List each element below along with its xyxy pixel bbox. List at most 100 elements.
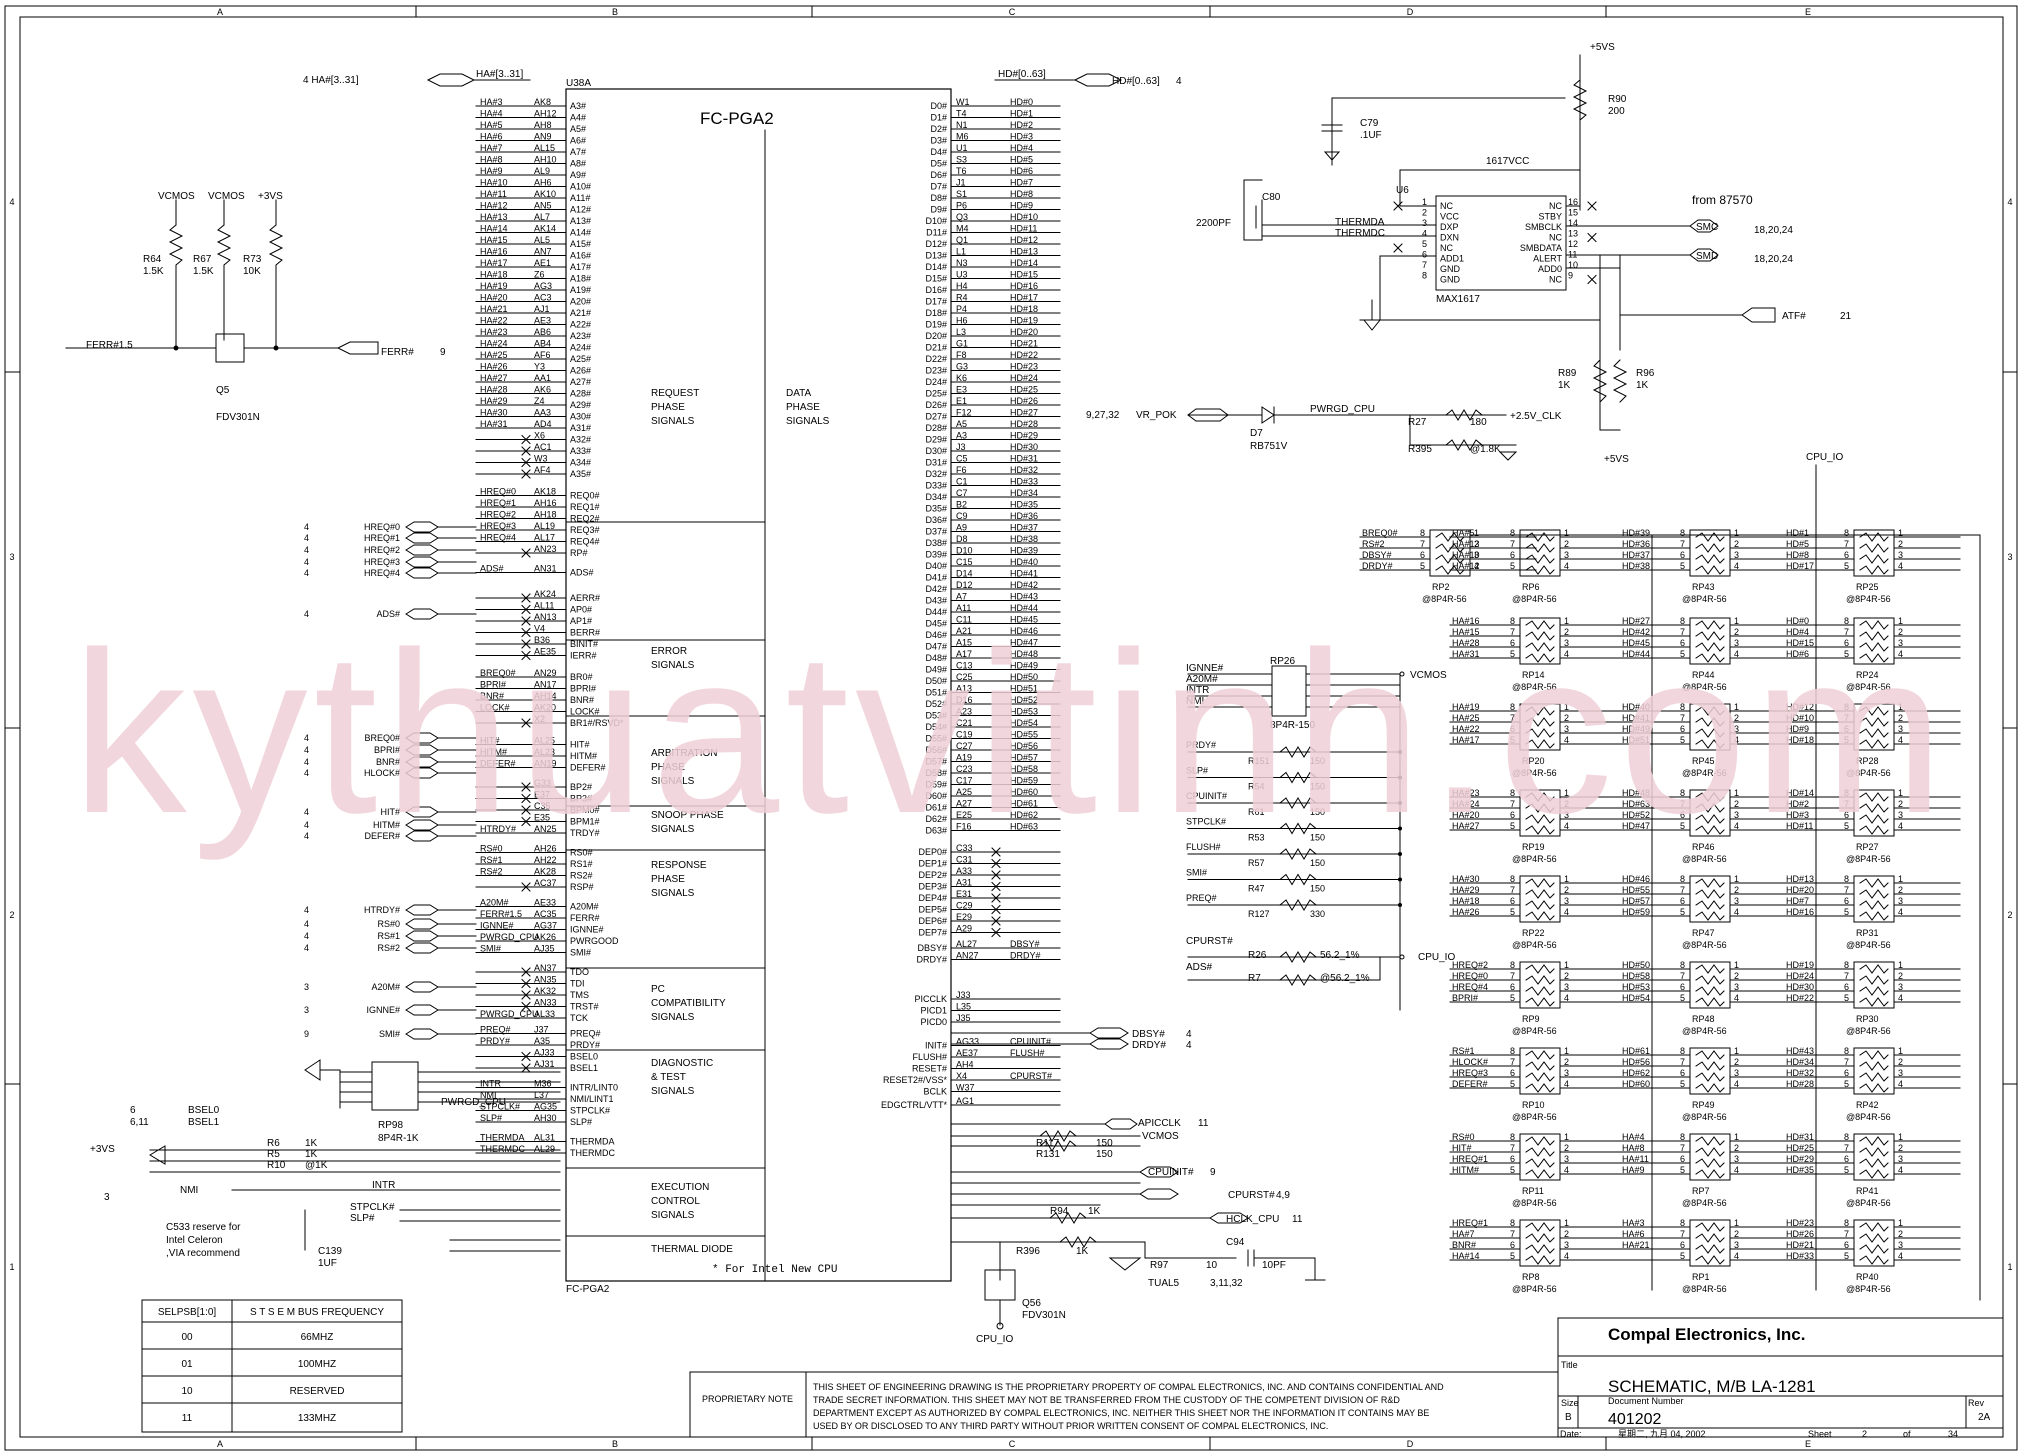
- pack-outline: [1429, 529, 1471, 577]
- cpu-pin-net: HA#18: [480, 270, 508, 280]
- pack-net: HD#22: [1786, 993, 1814, 1003]
- signal-label: HITM#: [373, 820, 400, 830]
- cpu-pin-net: DRDY#: [1010, 951, 1041, 961]
- resistor-symbol: [1695, 543, 1725, 553]
- signal-connector: [405, 981, 439, 993]
- cpu-pin-name: D62#: [925, 814, 947, 824]
- cpu-pin-number: AH14: [534, 691, 557, 701]
- cpu-pin-name: RESET2#/VSS*: [883, 1075, 948, 1085]
- pack-pin-number: 8: [1844, 1218, 1849, 1228]
- signal-label: HREQ#2: [364, 545, 400, 555]
- cpu-pin-name: A11#: [570, 193, 590, 203]
- signal-label: HIT#: [380, 807, 400, 817]
- pack-outline: [1689, 875, 1731, 923]
- u6-pin-name: STBY: [1538, 212, 1562, 222]
- pack-pin-number: 8: [1510, 1046, 1515, 1056]
- signal-ref: 4: [304, 745, 309, 755]
- u6-ref: U6: [1396, 185, 1409, 196]
- tual-ref: 3,11,32: [1210, 1278, 1243, 1289]
- cpu-pin-name: D32#: [925, 469, 947, 479]
- cpu-pin-name: A8#: [570, 159, 586, 169]
- freq-cell: 66MHZ: [301, 1332, 334, 1343]
- cpu-pin-name: D60#: [925, 791, 947, 801]
- hclk-label: HCLK_CPU: [1226, 1214, 1279, 1225]
- pack-pin-number: 6: [1680, 982, 1685, 992]
- pack-pin-number: 1: [1898, 702, 1903, 712]
- cpu-pin-number: AH30: [534, 1113, 557, 1123]
- cpu-pin-net: CPURST#: [1010, 1071, 1052, 1081]
- cpu-pin-net: HD#59: [1010, 776, 1038, 786]
- cpu-pin-name: BR1#/RSVD*: [570, 718, 624, 728]
- cpu-pin-net: PRDY#: [480, 1036, 510, 1046]
- pack-val: @8P4R-56: [1846, 768, 1891, 778]
- signal-label: HREQ#0: [364, 522, 400, 532]
- cpu-pin-number: F8: [956, 350, 967, 360]
- signal-connector: [405, 1004, 439, 1016]
- pack-net: HD#14: [1786, 788, 1814, 798]
- resistor-symbol: [1859, 1244, 1889, 1254]
- pack-val: @8P4R-56: [1512, 1112, 1557, 1122]
- u6-pin-number: 9: [1568, 271, 1573, 281]
- pack-pin-number: 2: [1898, 1143, 1903, 1153]
- signal-connector: [405, 521, 439, 533]
- pack-outline: [1853, 1219, 1895, 1267]
- pack-pin-number: 3: [1734, 982, 1739, 992]
- pack-pin-number: 8: [1680, 702, 1685, 712]
- pack-pin-number: 1: [1898, 960, 1903, 970]
- r117-val: 150: [1096, 1138, 1113, 1149]
- cpu-pin-net: HD#55: [1010, 730, 1038, 740]
- pack-net: HD#37: [1622, 550, 1650, 560]
- resistor-symbol: [1525, 900, 1555, 910]
- vr-pok-ref: 9,27,32: [1086, 410, 1120, 421]
- cpuinit-out: CPUINIT#: [1148, 1167, 1194, 1178]
- cpu-pin-net: HD#4: [1010, 143, 1033, 153]
- signal-connector: [405, 930, 439, 942]
- r96-val: 1K: [1636, 380, 1649, 391]
- resistor-symbol: [1695, 728, 1725, 738]
- pullup-net: FLUSH#: [1186, 842, 1221, 852]
- cpu-pin-name: D23#: [925, 366, 947, 376]
- cpu-pin-name: D55#: [925, 734, 947, 744]
- resistor-symbol: [1525, 631, 1555, 641]
- cpu-pin-number: R4: [956, 293, 968, 303]
- date-value: 星期二, 九月 04, 2002: [1618, 1429, 1706, 1439]
- from-label: from 87570: [1692, 193, 1753, 207]
- cpu-pin-name: BNR#: [570, 695, 594, 705]
- pack-net: BPRI#: [1452, 993, 1478, 1003]
- cpu-pin-number: X4: [956, 1071, 967, 1081]
- resistor-symbol: [1279, 746, 1317, 758]
- resistor-symbol: [1525, 1072, 1555, 1082]
- pack-pin-number: 5: [1680, 1079, 1685, 1089]
- cpu-pin-name: A13#: [570, 216, 591, 226]
- cpu-pin-number: N1: [956, 120, 968, 130]
- r73-val: 10K: [243, 266, 261, 277]
- cpu-group-label: DIAGNOSTIC: [651, 1058, 713, 1069]
- pack-net: HA#30: [1452, 874, 1480, 884]
- cpu-pin-number: AL25: [534, 736, 555, 746]
- pack-pin-number: 3: [1898, 550, 1903, 560]
- cpu-pin-net: HD#41: [1010, 569, 1038, 579]
- pack-outline: [1519, 875, 1561, 923]
- cpu-pin-number: Y3: [534, 362, 545, 372]
- cpu-pin-number: A13: [956, 684, 972, 694]
- cpu-pin-number: A19: [956, 753, 972, 763]
- resistor-symbol: [1859, 739, 1889, 749]
- cpu-pin-net: THERMDA: [480, 1133, 525, 1143]
- pack-val: @8P4R-56: [1682, 854, 1727, 864]
- pack-pin-number: 8: [1844, 874, 1849, 884]
- pack-net: HREQ#2: [1452, 960, 1488, 970]
- resistor-symbol: [1525, 975, 1555, 985]
- pack-pin-number: 7: [1680, 1143, 1685, 1153]
- pack-pin-number: 8: [1420, 528, 1425, 538]
- cpu-pin-number: J1: [956, 178, 966, 188]
- rp98-circuit: [149, 1059, 561, 1252]
- cpu-pin-name: D30#: [925, 446, 947, 456]
- cpu-pin-name: A28#: [570, 389, 591, 399]
- pack-net: HD#49: [1622, 724, 1650, 734]
- cpu-pin-name: A23#: [570, 331, 591, 341]
- pack-net: HA#6: [1622, 1229, 1645, 1239]
- u6-pin-number: 8: [1422, 271, 1427, 281]
- signal-label: BPRI#: [374, 745, 400, 755]
